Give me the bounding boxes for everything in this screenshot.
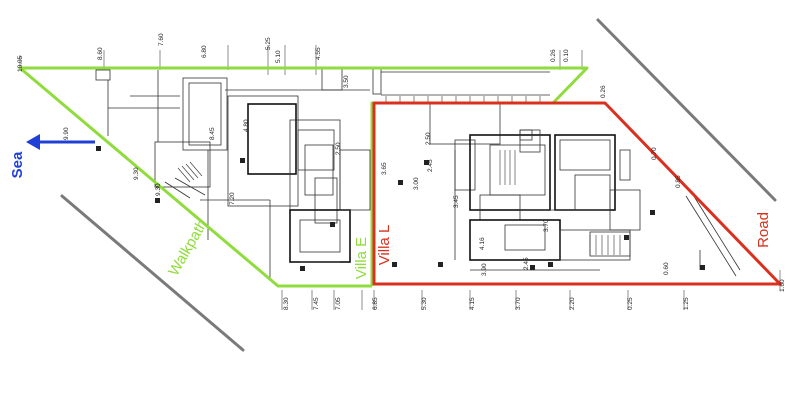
level-label: 6.80 — [201, 45, 208, 58]
villa-e-label: Villa E — [353, 237, 370, 279]
level-label: 0.60 — [663, 262, 670, 275]
villa-l-label: Villa L — [376, 225, 393, 266]
level-label: 0.85 — [675, 175, 682, 188]
level-label: 3.45 — [453, 195, 460, 208]
level-label: 2.20 — [569, 297, 576, 310]
boundary-line-right — [596, 18, 777, 202]
top-level-labels: 10.05 8.60 7.60 6.80 5.25 5.10 4.55 0.26… — [17, 33, 607, 98]
level-label: 0.26 — [550, 49, 557, 62]
level-label: 2.50 — [335, 142, 342, 155]
level-label: 9.90 — [63, 127, 70, 140]
level-label: 0.25 — [627, 297, 634, 310]
level-label: 8.60 — [97, 47, 104, 60]
level-label: 4.16 — [479, 237, 486, 250]
walkpath-label: Walkpath — [165, 217, 211, 279]
level-label: 3.90 — [481, 263, 488, 276]
level-label: 7.20 — [229, 192, 236, 205]
villa-e-outline — [18, 66, 589, 288]
level-label: 2.45 — [523, 257, 530, 270]
level-label: 3.70 — [515, 297, 522, 310]
level-label: 4.55 — [315, 47, 322, 60]
floor-plan-linework — [19, 45, 781, 310]
level-label: 2.45 — [427, 159, 434, 172]
level-label: 10.05 — [17, 55, 24, 72]
boundary-line-left — [60, 194, 245, 352]
level-label: 7.60 — [158, 33, 165, 46]
bottom-level-labels: 8.30 7.45 7.05 6.85 5.30 4.15 3.70 2.20 … — [283, 279, 786, 310]
site-boundary-lines — [60, 18, 777, 352]
level-label: 0.70 — [651, 147, 658, 160]
level-label: 7.05 — [335, 297, 342, 310]
sea-arrow-icon — [26, 134, 95, 150]
road-label: Road — [755, 212, 772, 248]
level-label: 1.25 — [683, 297, 690, 310]
level-label: 3.70 — [543, 219, 550, 232]
villa-l-outline — [372, 101, 782, 286]
level-label: 4.80 — [243, 119, 250, 132]
level-label: 5.10 — [275, 50, 282, 63]
level-label: 7.45 — [313, 297, 320, 310]
level-label: 3.50 — [343, 75, 350, 88]
level-label: 6.85 — [372, 297, 379, 310]
level-label: 2.50 — [425, 132, 432, 145]
level-label: 4.15 — [469, 297, 476, 310]
level-label: 9.30 — [155, 183, 162, 196]
level-label: 5.30 — [421, 297, 428, 310]
level-label: 0.10 — [563, 49, 570, 62]
level-label: 3.00 — [413, 177, 420, 190]
level-label: 0.26 — [600, 85, 607, 98]
sea-label: Sea — [9, 151, 26, 178]
interior-level-labels: 9.90 9.30 9.30 8.45 7.20 4.80 3.50 2.50 … — [63, 75, 682, 276]
level-label: 1.60 — [779, 279, 786, 292]
level-label: 5.25 — [265, 37, 272, 50]
level-label: 9.30 — [133, 167, 140, 180]
level-label: 3.65 — [381, 162, 388, 175]
level-label: 8.45 — [209, 127, 216, 140]
level-label: 8.30 — [283, 297, 290, 310]
